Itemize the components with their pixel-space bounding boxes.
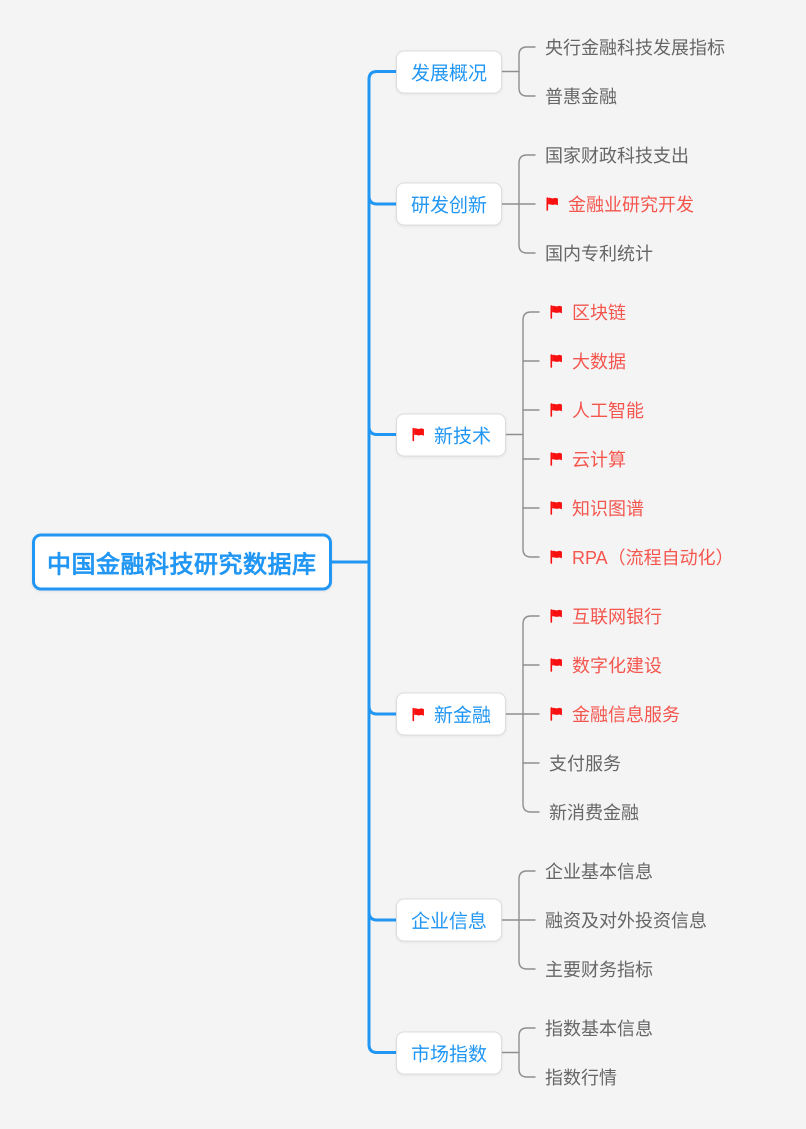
child-topic[interactable]: 指数基本信息 xyxy=(545,1015,653,1041)
child-topic[interactable]: 主要财务指标 xyxy=(545,956,653,982)
flag-icon xyxy=(412,707,424,721)
flag-icon xyxy=(550,452,562,466)
child-topic-label: 大数据 xyxy=(572,352,626,372)
branch-node-label: 研发创新 xyxy=(411,195,488,217)
child-topic[interactable]: 支付服务 xyxy=(549,750,621,776)
child-topic[interactable]: 新消费金融 xyxy=(549,799,639,825)
child-connector xyxy=(522,311,540,558)
child-topic[interactable]: 人工智能 xyxy=(549,397,644,423)
child-topic[interactable]: 企业基本信息 xyxy=(545,858,653,884)
branch-node[interactable]: 发展概况 xyxy=(396,50,503,93)
child-topic-label: 指数行情 xyxy=(545,1068,617,1088)
child-topic[interactable]: 互联网银行 xyxy=(549,603,662,629)
child-connector xyxy=(518,1027,536,1078)
branch-connector xyxy=(367,194,398,206)
child-topic-label: 央行金融科技发展指标 xyxy=(545,38,725,58)
child-topic-label: 企业基本信息 xyxy=(545,862,653,882)
child-topic-label: 新消费金融 xyxy=(549,803,639,823)
flag-icon xyxy=(550,609,562,623)
child-topic[interactable]: 国家财政科技支出 xyxy=(545,142,689,168)
flag-icon xyxy=(412,427,424,442)
child-connector xyxy=(518,46,536,97)
branch-node-label: 发展概况 xyxy=(411,63,488,84)
child-topic[interactable]: 普惠金融 xyxy=(545,83,617,109)
child-topic-label: 指数基本信息 xyxy=(545,1019,653,1039)
child-topic[interactable]: RPA（流程自动化） xyxy=(549,544,734,570)
flag-icon xyxy=(550,305,562,319)
child-topic-label: 数字化建设 xyxy=(572,656,662,676)
flag-icon xyxy=(546,197,558,211)
child-topic-label: 人工智能 xyxy=(572,401,644,421)
flag-icon xyxy=(550,550,562,564)
child-topic-label: 互联网银行 xyxy=(572,607,662,627)
branch-node[interactable]: 新技术 xyxy=(396,413,507,456)
child-topic-label: 国内专利统计 xyxy=(545,244,653,264)
child-topic-label: 主要财务指标 xyxy=(545,960,653,980)
branch-node[interactable]: 市场指数 xyxy=(396,1031,503,1074)
child-topic[interactable]: 知识图谱 xyxy=(549,495,644,521)
child-topic-label: 普惠金融 xyxy=(545,87,617,107)
child-topic[interactable]: 大数据 xyxy=(549,348,626,374)
root-node-label: 中国金融科技研究数据库 xyxy=(47,552,317,579)
branch-node-label: 新金融 xyxy=(434,705,492,727)
branch-connector xyxy=(367,910,398,922)
child-topic-label: 知识图谱 xyxy=(572,499,644,519)
child-topic-label: 国家财政科技支出 xyxy=(545,146,689,166)
child-topic[interactable]: 指数行情 xyxy=(545,1064,617,1090)
child-topic-label: RPA（流程自动化） xyxy=(572,548,734,568)
branch-connector xyxy=(367,704,398,716)
flag-icon xyxy=(550,658,562,672)
child-topic[interactable]: 金融信息服务 xyxy=(549,701,680,727)
flag-icon xyxy=(550,501,562,515)
child-topic[interactable]: 融资及对外投资信息 xyxy=(545,907,707,933)
child-topic-label: 金融信息服务 xyxy=(572,705,680,725)
child-topic[interactable]: 数字化建设 xyxy=(549,652,662,678)
root-node[interactable]: 中国金融科技研究数据库 xyxy=(32,533,332,591)
child-topic[interactable]: 区块链 xyxy=(549,299,626,325)
flag-icon xyxy=(550,403,562,417)
child-topic-label: 云计算 xyxy=(572,450,626,470)
branch-node[interactable]: 研发创新 xyxy=(396,182,503,226)
child-topic[interactable]: 金融业研究开发 xyxy=(545,191,694,217)
child-topic[interactable]: 央行金融科技发展指标 xyxy=(545,34,725,60)
branch-connector xyxy=(367,425,398,436)
branch-node-label: 新技术 xyxy=(434,426,492,447)
child-topic-label: 金融业研究开发 xyxy=(568,195,694,215)
branch-node[interactable]: 新金融 xyxy=(396,692,507,736)
child-topic-label: 支付服务 xyxy=(549,754,621,774)
branch-node[interactable]: 企业信息 xyxy=(396,898,503,942)
child-topic[interactable]: 云计算 xyxy=(549,446,626,472)
trunk-line xyxy=(367,70,398,1054)
child-topic-label: 融资及对外投资信息 xyxy=(545,911,707,931)
child-topic[interactable]: 国内专利统计 xyxy=(545,240,653,266)
child-topic-label: 区块链 xyxy=(572,303,626,323)
branch-node-label: 企业信息 xyxy=(411,911,488,933)
flag-icon xyxy=(550,707,562,721)
branch-node-label: 市场指数 xyxy=(411,1044,488,1065)
flag-icon xyxy=(550,354,562,368)
